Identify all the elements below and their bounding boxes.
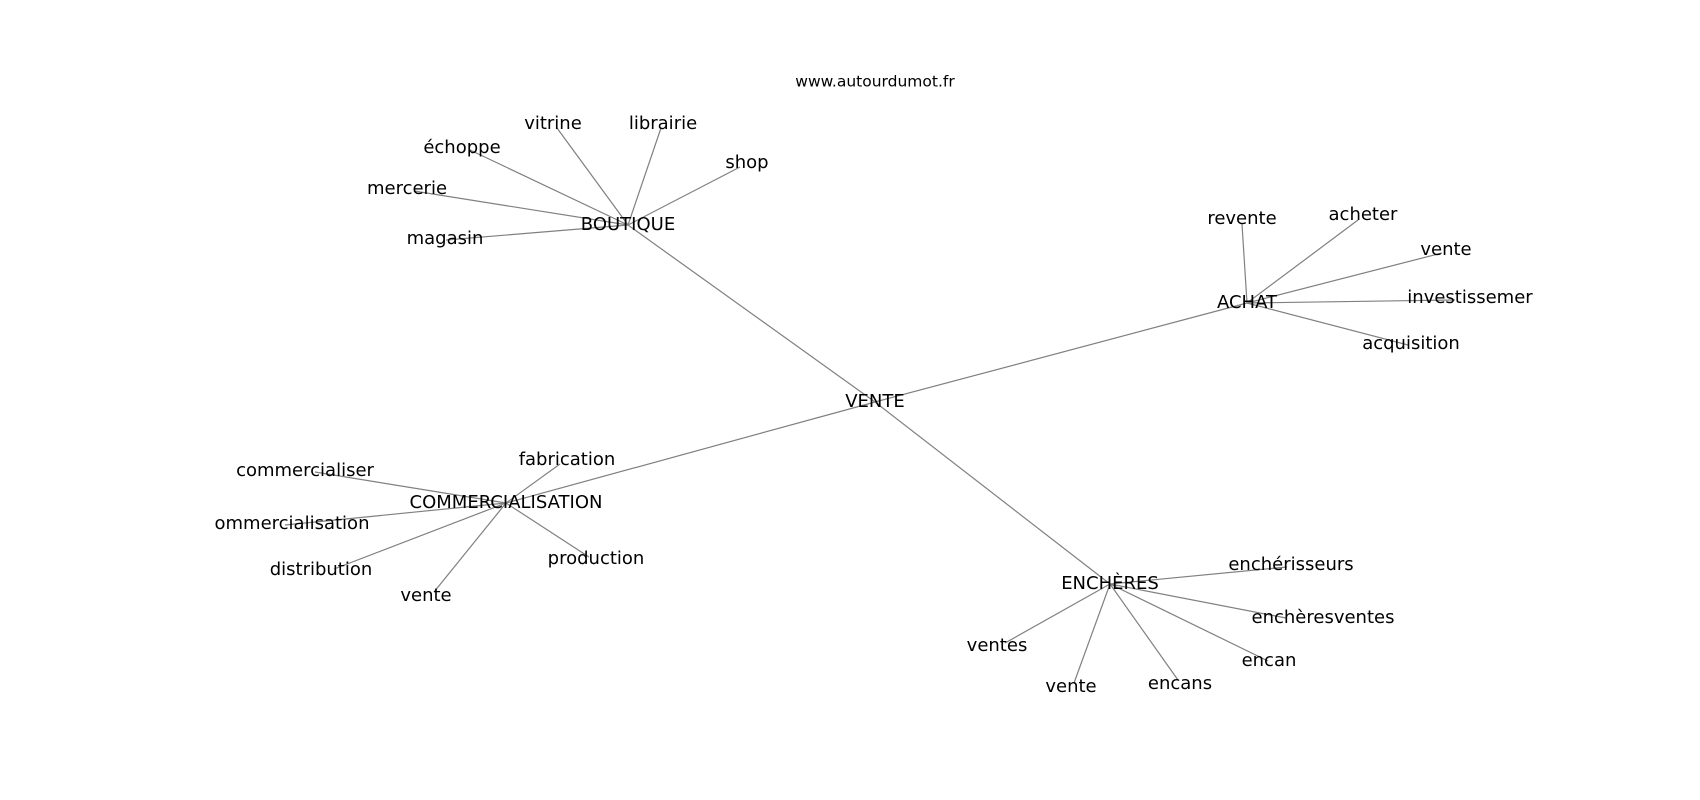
edge-root-to-achat	[874, 302, 1248, 403]
leaf-node-achat-acheter: acheter	[1329, 204, 1399, 225]
edge-boutique-to-mercerie	[413, 190, 629, 226]
hub-node-encheres: ENCHÈRES	[1061, 572, 1159, 594]
leaf-node-achat-acquisition: acquisition	[1362, 333, 1460, 354]
leaf-node-encheres-encheresventes: enchèresventes	[1252, 607, 1395, 628]
leaf-node-achat-revente: revente	[1207, 208, 1276, 229]
leaf-node-boutique-echoppe: échoppe	[423, 137, 500, 158]
edge-boutique-to-magasin	[445, 224, 629, 241]
hub-node-achat: ACHAT	[1217, 292, 1278, 313]
edge-commercialisation-to-production	[505, 502, 590, 558]
leaf-node-achat-investissemer: investissemer	[1407, 287, 1533, 308]
leaf-node-commercialisation-fabrication: fabrication	[519, 449, 616, 470]
edge-commercialisation-to-commercialiser	[314, 471, 507, 504]
edge-encheres-to-encan	[1109, 583, 1269, 662]
edge-boutique-to-shop	[627, 166, 741, 226]
edge-root-to-encheres	[874, 401, 1111, 585]
edge-root-to-boutique	[627, 224, 876, 403]
edge-achat-to-investissemer	[1246, 299, 1456, 304]
edge-achat-to-revente	[1241, 223, 1248, 304]
edge-encheres-to-encheresventes	[1109, 583, 1287, 619]
leaf-node-commercialisation-commercialiser: commercialiser	[236, 460, 374, 481]
leaf-node-boutique-shop: shop	[725, 152, 768, 173]
site-url-label: www.autourdumot.fr	[795, 73, 955, 91]
leaf-node-boutique-vitrine: vitrine	[524, 113, 582, 134]
hub-node-boutique: BOUTIQUE	[581, 214, 675, 235]
edge-encheres-to-encans	[1109, 583, 1179, 681]
edge-commercialisation-to-fabrication	[505, 463, 561, 504]
edge-encheres-to-ventes	[1004, 583, 1111, 644]
leaf-node-achat-vente: vente	[1420, 239, 1471, 260]
edge-encheres-to-encherisseurs	[1109, 566, 1288, 585]
leaf-node-commercialisation-distribution: distribution	[270, 559, 373, 580]
leaf-node-encheres-vente: vente	[1045, 676, 1096, 697]
leaf-node-commercialisation-ommercialisation: ommercialisation	[215, 513, 370, 534]
edge-commercialisation-to-distribution	[333, 502, 507, 570]
leaf-node-boutique-mercerie: mercerie	[367, 178, 447, 199]
edge-commercialisation-to-vente	[433, 502, 507, 593]
leaf-node-boutique-librairie: librairie	[629, 113, 697, 134]
leaf-node-encheres-encans: encans	[1148, 673, 1212, 694]
leaf-node-boutique-magasin: magasin	[407, 228, 484, 249]
edge-achat-to-vente	[1246, 252, 1443, 304]
leaf-node-encheres-ventes: ventes	[967, 635, 1028, 656]
edge-encheres-to-vente	[1073, 583, 1111, 684]
edge-boutique-to-vitrine	[556, 127, 629, 226]
graph-labels: www.autourdumot.fr VENTE BOUTIQUE vitrine…	[215, 73, 1534, 698]
edge-boutique-to-librairie	[627, 127, 662, 226]
leaf-node-encheres-encan: encan	[1242, 650, 1297, 671]
root-node-label: VENTE	[845, 391, 905, 412]
edge-root-to-commercialisation	[505, 401, 876, 504]
edge-commercialisation-to-ommercialisation	[284, 502, 507, 526]
leaf-node-commercialisation-production: production	[548, 548, 645, 569]
leaf-node-commercialisation-vente: vente	[400, 585, 451, 606]
hub-node-commercialisation: COMMERCIALISATION	[410, 492, 603, 513]
graph-edges	[284, 127, 1456, 684]
edge-achat-to-acquisition	[1246, 302, 1409, 346]
edge-achat-to-acheter	[1246, 219, 1359, 304]
leaf-node-encheres-encherisseurs: enchérisseurs	[1228, 554, 1353, 575]
edge-boutique-to-echoppe	[469, 149, 629, 226]
